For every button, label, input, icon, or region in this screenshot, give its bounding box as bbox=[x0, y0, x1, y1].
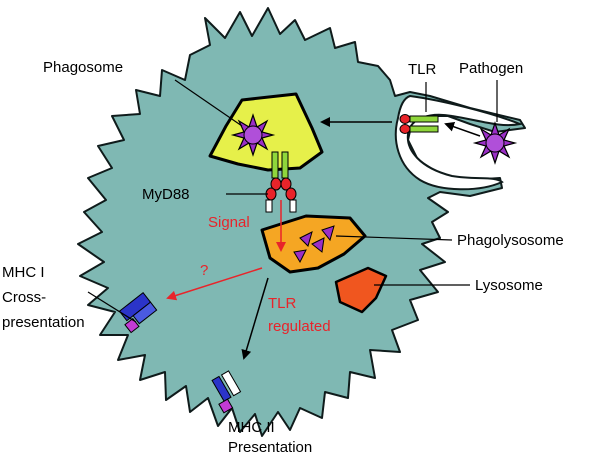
leader-mhc1 bbox=[87, 291, 137, 323]
label-signal: Signal bbox=[208, 214, 250, 231]
label-phagolysosome: Phagolysosome bbox=[457, 232, 564, 249]
label-tlr-regulated-line1: TLR bbox=[268, 295, 297, 312]
lysosome bbox=[334, 266, 388, 314]
label-mhc2-line1: MHC II bbox=[228, 419, 275, 436]
arrow-pathogen-to-tlr bbox=[444, 121, 481, 137]
label-lysosome: Lysosome bbox=[475, 277, 543, 294]
label-pathogen: Pathogen bbox=[459, 60, 523, 77]
arrow-to-mhc2 bbox=[241, 277, 269, 360]
label-myd88: MyD88 bbox=[142, 186, 190, 203]
uptake-pocket bbox=[394, 94, 524, 191]
label-phagosome: Phagosome bbox=[43, 59, 123, 76]
degraded-pathogen-icon bbox=[293, 225, 335, 264]
myd88-icon bbox=[265, 177, 297, 213]
label-mhc1-line3: presentation bbox=[2, 314, 85, 331]
mhc2-molecule-icon bbox=[211, 370, 242, 414]
surface-tlr-icon bbox=[399, 114, 439, 134]
mhc1-molecule-icon bbox=[118, 292, 158, 334]
leader-phagolysosome bbox=[335, 235, 453, 241]
label-tlr-regulated-line2: regulated bbox=[268, 318, 331, 335]
phagosome-pathogen-icon bbox=[230, 113, 276, 157]
pathogen-icon bbox=[472, 121, 518, 165]
label-question: ? bbox=[200, 262, 208, 279]
label-mhc2-line2: Presentation bbox=[228, 439, 312, 454]
arrow-to-mhc1 bbox=[166, 267, 263, 301]
label-mhc1-line1: MHC I bbox=[2, 264, 45, 281]
leader-phagosome bbox=[174, 79, 243, 127]
label-tlr: TLR bbox=[408, 61, 437, 78]
label-mhc1-line2: Cross- bbox=[2, 289, 46, 306]
